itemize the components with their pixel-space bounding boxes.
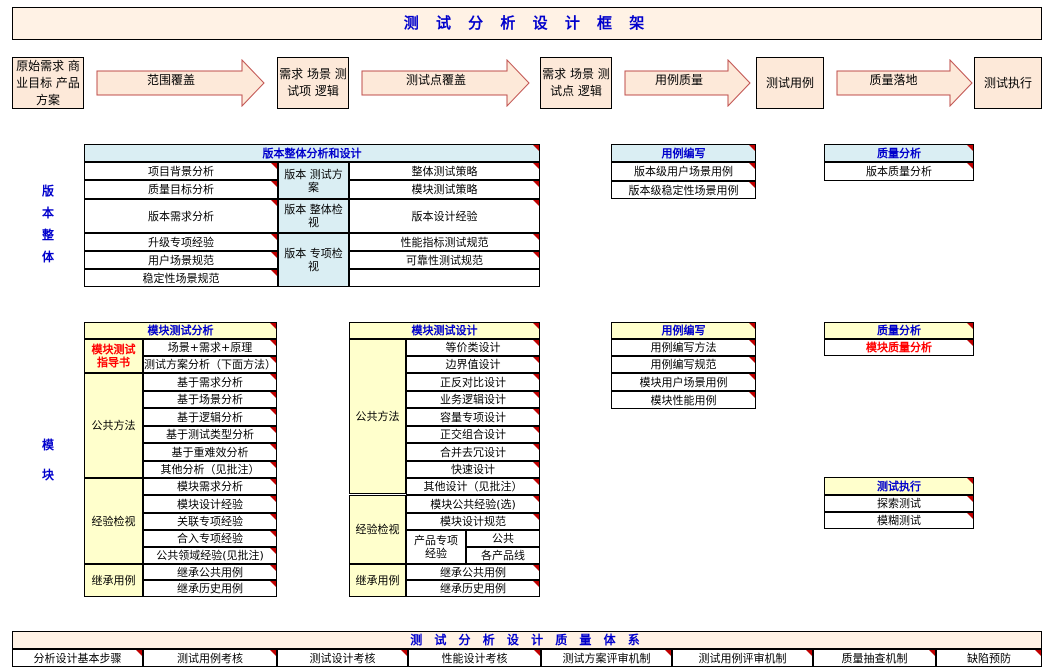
page-title: 测 试 分 析 设 计 框 架: [12, 7, 1042, 40]
design-inherit-item: 继承公共用例: [406, 564, 540, 580]
version-right-item: 性能指标测试规范: [349, 233, 540, 251]
quality-system-item: 测试方案评审机制: [541, 649, 672, 667]
flow-arrow-scope: [96, 59, 265, 107]
design-method-label: 公共方法: [349, 339, 406, 494]
module-inherit-item: 继承公共用例: [143, 564, 277, 580]
module-guide-item: 场景+需求+原理: [143, 339, 277, 356]
version-mid-review: 版本 整体检视: [278, 199, 349, 233]
flow-arrow-scope-label: 范围覆盖: [146, 73, 195, 87]
design-method-item: 正反对比设计: [406, 373, 540, 391]
module-exp-item: 公共领域经验(见批注): [143, 547, 277, 564]
quality-version-item: 版本质量分析: [824, 162, 974, 181]
flow-arrow-testpoint-label: 测试点覆盖: [405, 73, 466, 87]
quality-version-header: 质量分析: [824, 144, 974, 162]
quality-system-item: 分析设计基本步骤: [12, 649, 143, 667]
test-exec-item: 模糊测试: [824, 512, 974, 529]
quality-module-item: 模块质量分析: [824, 339, 974, 356]
flow-box-source: 原始需求 商业目标 产品方案: [12, 57, 84, 109]
design-exp-item: 模块设计规范: [406, 513, 540, 530]
flow-arrow-quality: [624, 59, 751, 107]
quality-system-item: 性能设计考核: [408, 649, 541, 667]
module-method-label: 公共方法: [84, 373, 143, 478]
version-left-item: 版本需求分析: [84, 199, 278, 233]
design-inherit-label: 继承用例: [349, 564, 406, 597]
version-right-item: 整体测试策略: [349, 162, 540, 180]
module-method-item: 其他分析（见批注）: [143, 461, 277, 478]
design-method-item: 其他设计（见批注）: [406, 478, 540, 495]
flow-arrow-testpoint: [361, 59, 530, 107]
quality-system-header: 测 试 分 析 设 计 质 量 体 系: [12, 631, 1042, 649]
version-left-item: 升级专项经验: [84, 233, 278, 251]
quality-system-item: 测试用例评审机制: [672, 649, 813, 667]
module-guide-item: 测试方案分析（下面方法）: [143, 356, 277, 373]
module-method-item: 基于场景分析: [143, 391, 277, 408]
design-method-item: 等价类设计: [406, 339, 540, 356]
design-method-item: 边界值设计: [406, 356, 540, 373]
module-exp-item: 模块需求分析: [143, 478, 277, 495]
flow-box-testcase: 测试用例: [756, 57, 824, 109]
version-mid-plan: 版本 测试方案: [278, 162, 349, 199]
module-exp-item: 合入专项经验: [143, 530, 277, 547]
design-exp-item: 模块公共经验(选): [406, 495, 540, 513]
design-method-item: 快速设计: [406, 461, 540, 478]
case-writing-module-item: 用例编写规范: [611, 356, 756, 373]
version-right-item: 版本设计经验: [349, 199, 540, 233]
quality-module-header: 质量分析: [824, 322, 974, 339]
module-method-item: 基于重难效分析: [143, 443, 277, 461]
design-method-item: 正交组合设计: [406, 426, 540, 443]
design-inherit-item: 继承历史用例: [406, 580, 540, 597]
quality-system-item: 测试设计考核: [277, 649, 408, 667]
module-inherit-item: 继承历史用例: [143, 580, 277, 597]
module-exp-item: 模块设计经验: [143, 495, 277, 513]
flow-arrow-quality-label: 用例质量: [654, 73, 703, 87]
design-method-item: 容量专项设计: [406, 408, 540, 426]
module-method-item: 基于逻辑分析: [143, 408, 277, 426]
flow-arrow-landing: [836, 59, 973, 107]
version-right-item: 模块测试策略: [349, 180, 540, 199]
module-guide-label: 模块测试 指导书: [84, 339, 143, 373]
design-product-exp: 产品专项 经验: [406, 530, 466, 564]
case-writing-module-item: 用例编写方法: [611, 339, 756, 356]
side-label-module: 模块: [41, 438, 54, 482]
design-all-lines: 各产品线: [466, 547, 540, 564]
design-public-label: 公共: [466, 530, 540, 547]
module-analysis-header: 模块测试分析: [84, 322, 277, 339]
module-method-item: 基于测试类型分析: [143, 426, 277, 443]
design-exp-label: 经验检视: [349, 495, 406, 564]
case-writing-version-item: 版本级稳定性场景用例: [611, 181, 756, 199]
version-right-item: 可靠性测试规范: [349, 251, 540, 269]
quality-system-item: 测试用例考核: [143, 649, 277, 667]
version-left-item: 稳定性场景规范: [84, 269, 278, 287]
quality-system-item: 质量抽查机制: [813, 649, 936, 667]
test-exec-header: 测试执行: [824, 477, 974, 495]
case-writing-module-item: 模块性能用例: [611, 391, 756, 409]
module-design-header: 模块测试设计: [349, 322, 540, 339]
test-exec-item: 探索测试: [824, 495, 974, 512]
side-label-version: 版本整体: [41, 184, 54, 264]
flow-box-execution: 测试执行: [974, 57, 1042, 109]
flow-arrow-landing-label: 质量落地: [869, 73, 918, 87]
module-inherit-label: 继承用例: [84, 564, 143, 597]
module-exp-label: 经验检视: [84, 478, 143, 564]
flow-box-requirement: 需求 场景 测试项 逻辑: [277, 57, 349, 109]
module-method-item: 基于需求分析: [143, 373, 277, 391]
case-writing-module-header: 用例编写: [611, 322, 756, 339]
version-left-item: 用户场景规范: [84, 251, 278, 269]
module-exp-item: 关联专项经验: [143, 513, 277, 530]
design-method-item: 业务逻辑设计: [406, 391, 540, 408]
case-writing-version-header: 用例编写: [611, 144, 756, 162]
version-design-header: 版本整体分析和设计: [84, 144, 540, 162]
version-left-item: 质量目标分析: [84, 180, 278, 199]
version-left-item: 项目背景分析: [84, 162, 278, 180]
case-writing-module-item: 模块用户场景用例: [611, 373, 756, 391]
version-mid-special: 版本 专项检视: [278, 233, 349, 287]
flow-box-testpoint: 需求 场景 测试点 逻辑: [540, 57, 612, 109]
quality-system-item: 缺陷预防: [936, 649, 1042, 667]
design-method-item: 合并去冗设计: [406, 443, 540, 461]
case-writing-version-item: 版本级用户场景用例: [611, 162, 756, 181]
version-right-empty: [349, 269, 540, 287]
